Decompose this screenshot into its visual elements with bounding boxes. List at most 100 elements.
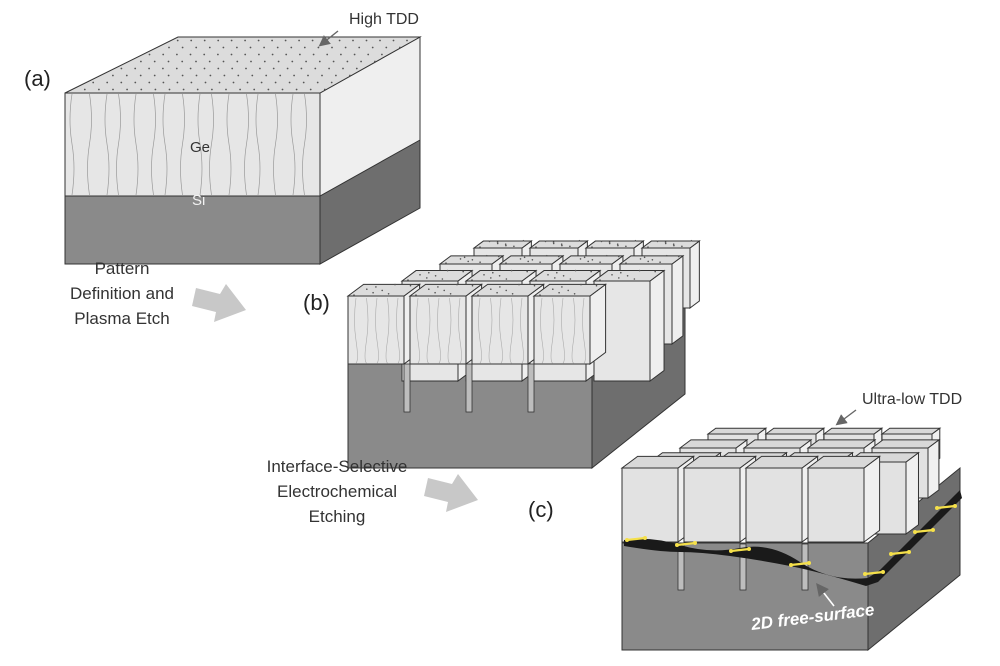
dislocation-line (364, 297, 369, 364)
defect-dot (583, 256, 586, 259)
pillar-side (905, 451, 919, 535)
defect-dot (407, 279, 409, 281)
defect-dot (162, 67, 164, 70)
dislocation-line (447, 297, 452, 364)
defect-dot (328, 67, 330, 70)
defect-dot (519, 258, 522, 260)
pillar-top (558, 255, 625, 265)
defect-dot (211, 88, 213, 91)
dislocation-line (244, 93, 249, 196)
defect-dot (346, 60, 349, 63)
defect-dot (399, 46, 401, 49)
dislocation-line (396, 297, 400, 364)
defect-dot (406, 39, 408, 42)
defect-dot (190, 39, 193, 42)
pillar-top (584, 240, 645, 249)
defect-dot (552, 242, 555, 245)
marker-end (729, 549, 733, 553)
defect-dot (167, 60, 170, 63)
pillar-array-c (620, 427, 942, 591)
panel-b-label: (b) (303, 290, 330, 315)
defect-dot (286, 67, 289, 70)
defect-dot (647, 246, 649, 248)
pointer-arrow-icon (318, 30, 339, 47)
defect-dot (222, 46, 225, 49)
defect-dot (535, 279, 537, 281)
defect-dot (312, 53, 315, 56)
dislocation-line (162, 93, 168, 196)
free-surface-marker (864, 570, 884, 576)
defect-dot (196, 88, 199, 91)
step-1-text: Pattern Definition and Plasma Etch (70, 259, 174, 328)
step-2-line-1: Interface-Selective (267, 457, 408, 476)
defect-dot (533, 284, 536, 287)
defect-dot (505, 278, 508, 280)
step-1-line-3: Plasma Etch (74, 309, 169, 328)
pillar-top (678, 439, 749, 449)
defect-dot (203, 67, 206, 70)
defect-dot (317, 46, 320, 49)
defect-dot (488, 240, 491, 243)
defect-dot (326, 53, 329, 56)
pillar-top (528, 270, 602, 282)
defect-dot (230, 39, 233, 42)
defect-dot (372, 291, 374, 294)
defect-dot (426, 277, 428, 279)
defect-dot (112, 74, 114, 77)
defect-dot (168, 88, 171, 91)
defect-dot (569, 278, 572, 280)
defect-dot (486, 254, 488, 257)
pillar-top (528, 240, 589, 249)
defect-dot (272, 67, 275, 70)
defect-dot (290, 46, 293, 49)
marker-end (643, 536, 647, 540)
defect-dot (257, 39, 260, 42)
dislocation-line (197, 93, 203, 196)
defect-dot (217, 53, 219, 56)
step-1-line-2: Definition and (70, 284, 174, 303)
defect-dot (578, 239, 581, 242)
defect-dot (375, 286, 377, 288)
defect-dot (490, 277, 492, 279)
defect-dot (573, 293, 576, 295)
defect-dot (303, 46, 306, 49)
defect-dot (263, 60, 266, 63)
marker-end (807, 561, 811, 565)
defect-dot (249, 46, 252, 49)
free-surface-marker (936, 504, 956, 510)
marker-end (789, 563, 793, 567)
defect-dot (546, 254, 548, 257)
defect-dot (608, 241, 611, 243)
step-1-line-1: Pattern (95, 259, 150, 278)
marker-end (907, 550, 911, 554)
defect-dot (511, 293, 514, 295)
defect-dot (591, 259, 594, 261)
defect-dot (365, 39, 368, 42)
defect-dot (355, 67, 358, 70)
defect-dot (471, 259, 474, 261)
defect-dot (599, 261, 601, 264)
dislocation-line (104, 93, 110, 196)
defect-dot (522, 239, 525, 242)
defect-dot (664, 242, 667, 245)
defect-dot (300, 67, 303, 70)
defect-dot (387, 293, 390, 295)
defect-dot (153, 74, 156, 77)
defect-dot (443, 289, 446, 292)
marker-end (889, 552, 893, 556)
defect-dot (217, 39, 220, 42)
defect-dot (125, 74, 128, 77)
pillar-side (649, 269, 665, 382)
dislocation-line (582, 297, 586, 364)
defect-dot (611, 274, 613, 276)
block-b (346, 239, 701, 470)
defect-dot (617, 244, 619, 247)
defect-dot (434, 275, 437, 277)
defect-dot (539, 294, 541, 296)
marker-end (747, 547, 751, 551)
dislocation-line (302, 93, 307, 196)
defect-dot (134, 67, 137, 70)
defect-dot (265, 74, 268, 77)
defect-dot (330, 81, 333, 84)
